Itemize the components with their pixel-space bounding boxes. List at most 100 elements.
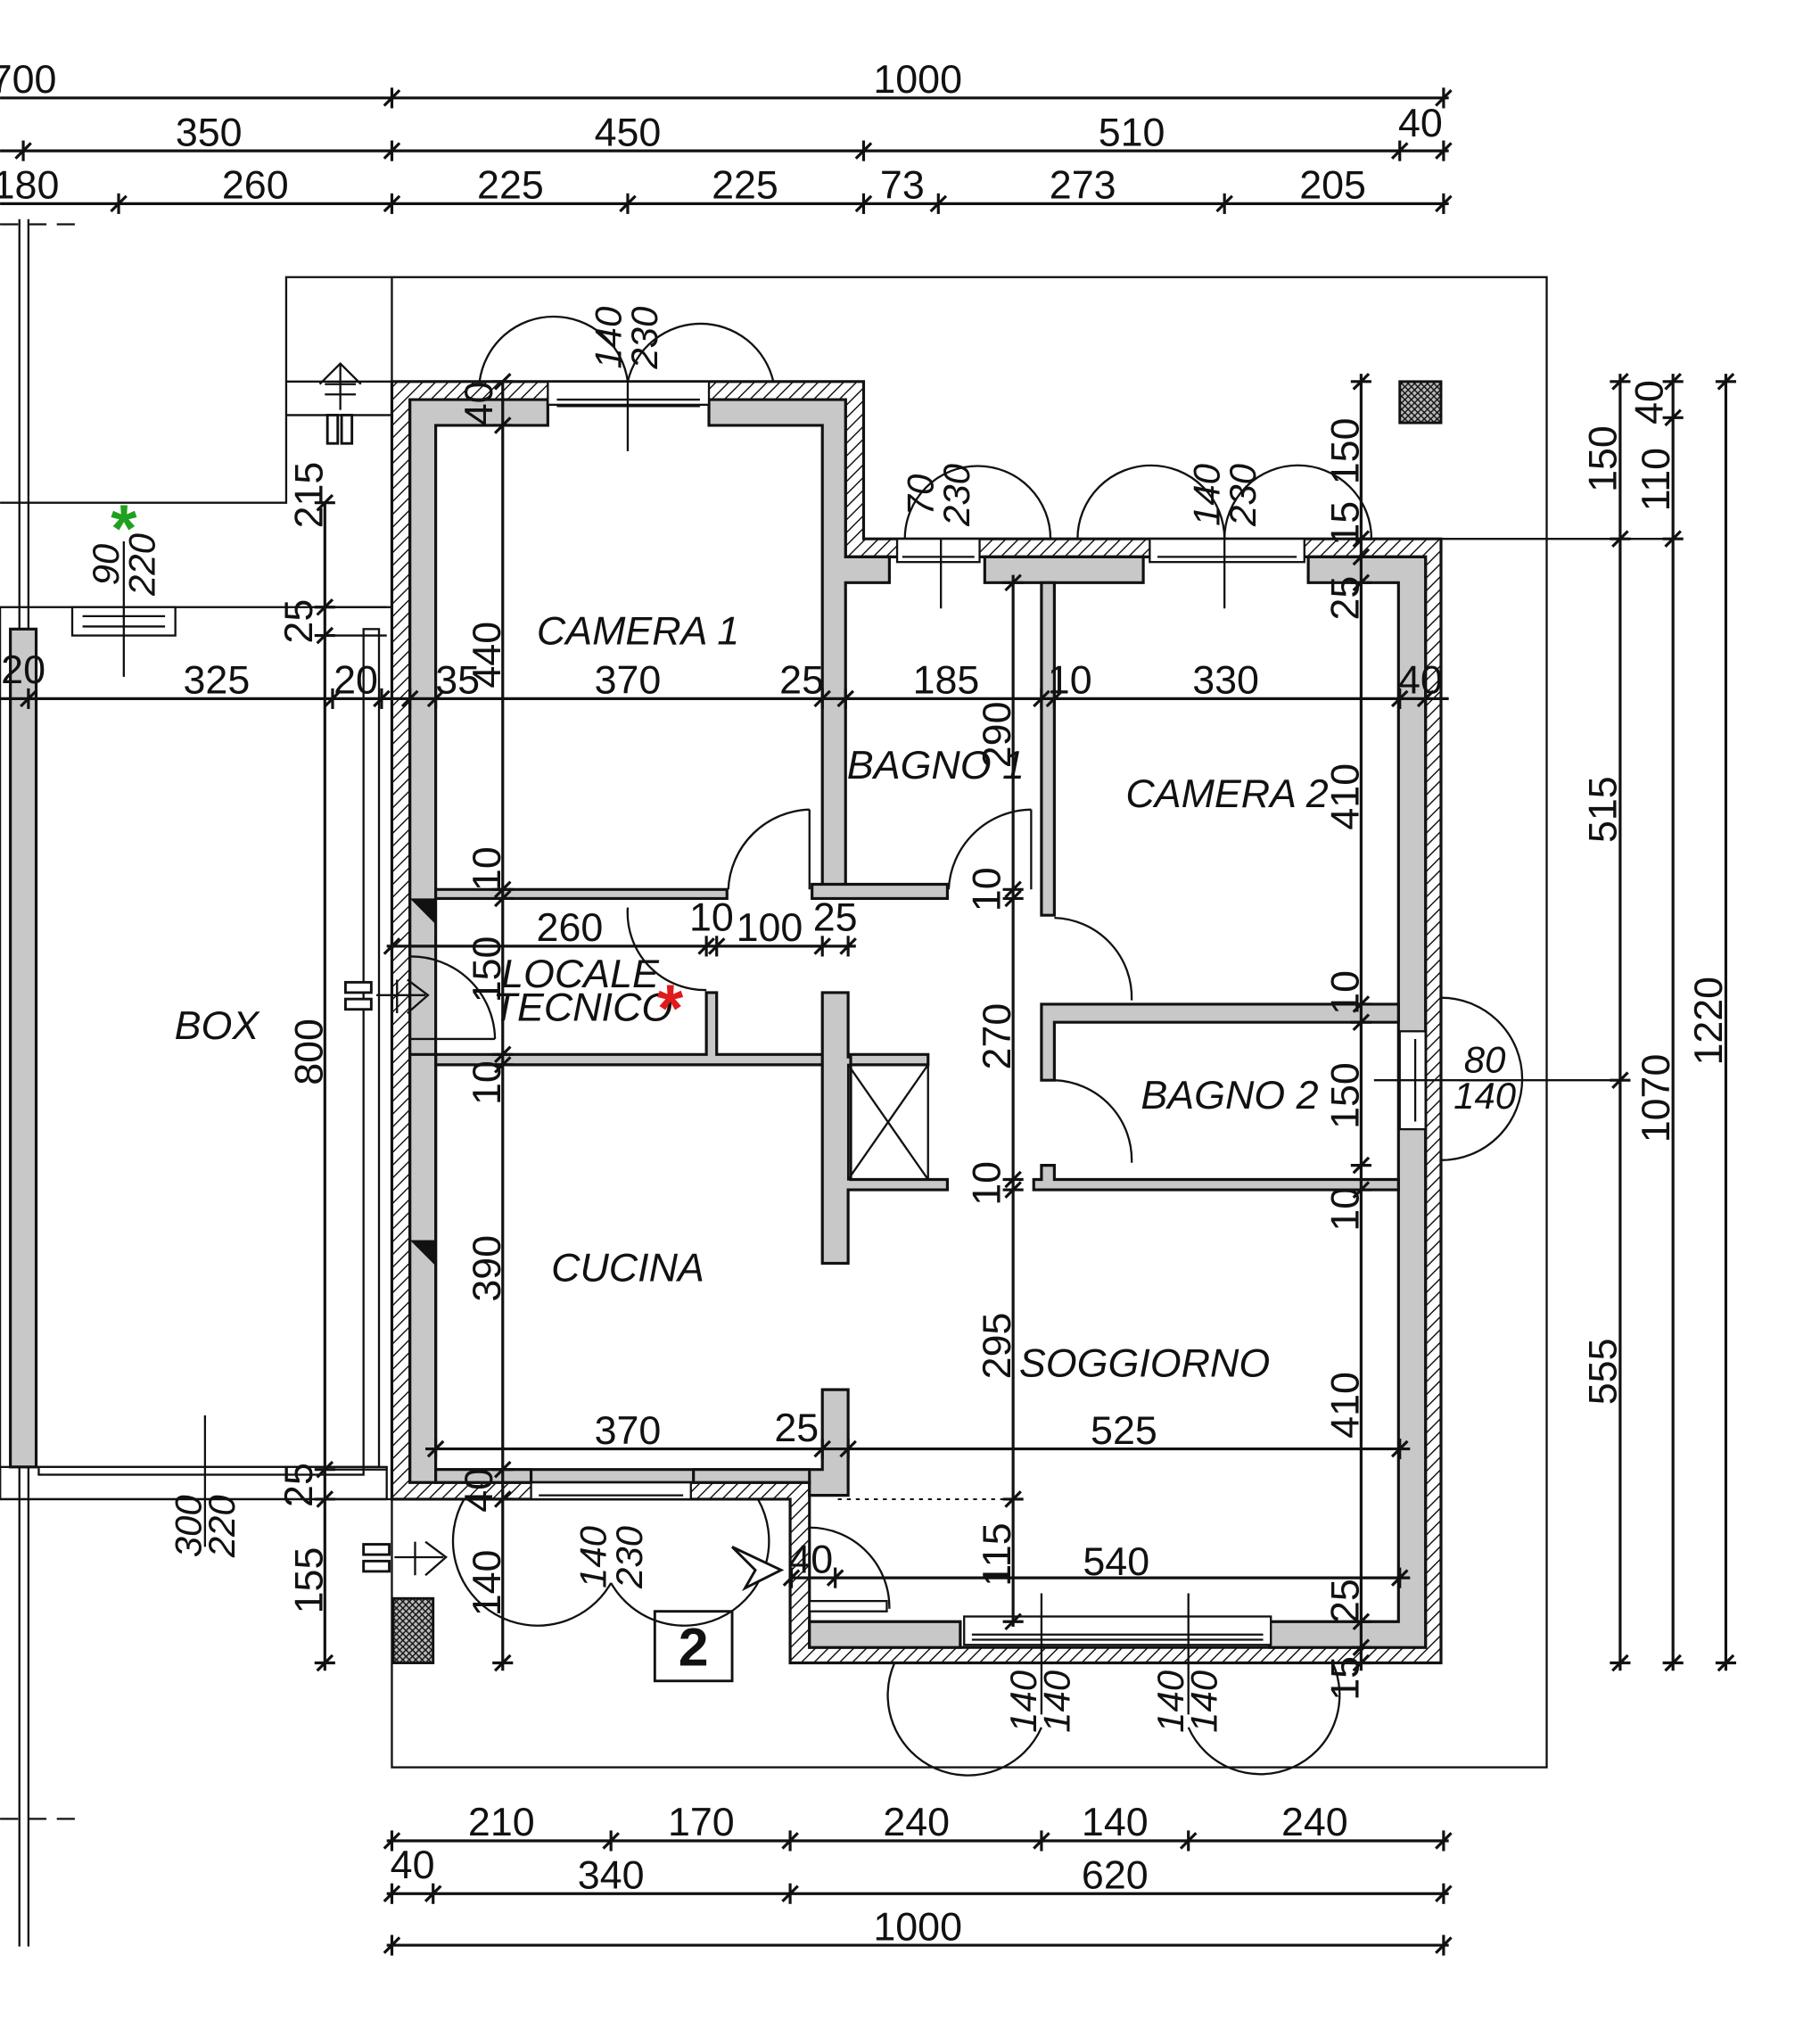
room-labels: CAMERA 1 BAGNO 1 CAMERA 2 LOCALE TECNICO… — [175, 609, 1329, 1386]
dim-mid-2: 325 — [184, 658, 251, 703]
dim-mid-3: 20 — [334, 658, 378, 703]
dim-v-main-8: 140 — [465, 1550, 509, 1617]
win-sog2-h: 140 — [1182, 1670, 1224, 1733]
dim-corr-4: 25 — [813, 895, 858, 940]
dim-corr-3: 100 — [737, 905, 803, 950]
dim-v-box-1: 215 — [286, 462, 331, 529]
win-bagno2-h: 140 — [1454, 1075, 1516, 1117]
room-locale-tecnico-1: LOCALE — [501, 952, 660, 996]
bottom-dimensions: 210 170 240 140 240 40 340 620 1000 — [391, 1800, 1348, 1949]
win-cam2-w: 140 — [1185, 464, 1227, 526]
dim-v-main-5: 10 — [465, 1060, 509, 1105]
dim-top-3g: 205 — [1299, 163, 1366, 208]
dim-v-main-7: 40 — [457, 1468, 501, 1513]
dim-bot-1c: 240 — [883, 1800, 950, 1844]
dim-mid-6: 25 — [779, 658, 824, 703]
dimension-lines — [0, 96, 1728, 1947]
dim-top-3a: 180 — [0, 163, 59, 208]
dim-v-main-2: 440 — [465, 622, 509, 689]
dim-top-1a: 700 — [0, 57, 56, 102]
win-boxb-h: 220 — [201, 1495, 243, 1558]
dim-v-box-3: 800 — [286, 1019, 331, 1085]
win-sog2-w: 140 — [1149, 1670, 1191, 1733]
dim-v-right-8: 410 — [1322, 1372, 1367, 1439]
interior-vertical-dims: 40 440 10 150 10 390 40 140 215 25 800 2… — [276, 381, 1368, 1700]
dim-right-2a: 40 — [1627, 380, 1672, 425]
dim-bot-1d: 140 — [1082, 1800, 1149, 1844]
dim-right-1a: 150 — [1581, 425, 1626, 492]
room-camera-1: CAMERA 1 — [537, 609, 739, 654]
dim-bot-2a: 40 — [391, 1843, 435, 1887]
room-locale-tecnico-2: TECNICO — [493, 986, 673, 1030]
house-walls — [390, 380, 1443, 1683]
dim-top-2a: 350 — [176, 110, 243, 154]
dim-right-2b: 110 — [1634, 448, 1678, 511]
room-soggiorno: SOGGIORNO — [1019, 1341, 1270, 1386]
win-bagno1-h: 230 — [935, 464, 977, 527]
win-sog1-h: 140 — [1036, 1670, 1078, 1733]
dim-top-3f: 273 — [1050, 163, 1116, 208]
section-label: 2 — [679, 1616, 709, 1677]
dim-v-right-7: 10 — [1322, 1187, 1367, 1232]
dim-corr-2: 10 — [689, 895, 734, 940]
dim-top-3d: 225 — [712, 163, 778, 208]
dim-v-center-2: 10 — [965, 867, 1009, 911]
dim-kit-1: 370 — [595, 1408, 662, 1453]
dim-bot-2c: 620 — [1082, 1852, 1149, 1897]
dim-mid-5: 370 — [595, 658, 662, 703]
win-cam1-h: 230 — [623, 307, 665, 370]
dim-top-2c: 510 — [1099, 110, 1165, 154]
room-box: BOX — [175, 1003, 261, 1048]
dim-v-right-2: 15 — [1322, 501, 1367, 546]
box-garage — [0, 541, 396, 1547]
dim-entry-2: 540 — [1083, 1539, 1149, 1584]
win-cucina-h: 230 — [608, 1526, 650, 1589]
win-sog1-w: 140 — [1002, 1670, 1044, 1733]
dim-v-right-4: 410 — [1322, 763, 1367, 830]
win-box-w: 90 — [85, 544, 127, 586]
room-bagno-2: BAGNO 2 — [1141, 1073, 1318, 1118]
dim-v-right-6: 150 — [1322, 1062, 1367, 1129]
win-cam1-w: 140 — [588, 307, 630, 369]
dim-v-right-10: 15 — [1322, 1656, 1367, 1701]
green-asterisk-marker: * — [111, 491, 137, 566]
dim-v-main-3: 10 — [465, 846, 509, 891]
dim-top-3e: 73 — [880, 163, 925, 208]
dim-right-3a: 1220 — [1686, 977, 1731, 1066]
dim-kit-2: 25 — [774, 1406, 819, 1450]
dim-v-center-1: 290 — [975, 701, 1019, 768]
dim-kit-3: 525 — [1091, 1408, 1157, 1453]
dim-bot-1b: 170 — [668, 1800, 735, 1844]
dim-mid-7: 185 — [913, 658, 980, 703]
dim-mid-4: 35 — [435, 658, 480, 703]
interior-horizontal-dims: 20 325 20 35 370 25 185 10 330 40 260 10… — [1, 647, 1443, 1584]
dim-v-main-1: 40 — [457, 381, 501, 425]
dim-top-3c: 225 — [477, 163, 544, 208]
dim-mid-8: 10 — [1048, 658, 1092, 703]
dim-right-2c: 1070 — [1634, 1054, 1678, 1143]
dim-right-1b: 515 — [1581, 776, 1626, 843]
dim-v-center-5: 295 — [975, 1313, 1019, 1380]
top-dimensions: 700 1000 350 450 510 40 180 260 225 225 … — [0, 57, 1443, 208]
dim-bot-2b: 340 — [578, 1852, 645, 1897]
dim-mid-1: 20 — [1, 647, 45, 692]
win-cam2-h: 230 — [1222, 464, 1264, 527]
dim-top-2d: 40 — [1398, 101, 1443, 145]
dim-v-center-3: 270 — [975, 1003, 1019, 1070]
dim-v-box-4: 25 — [276, 1463, 321, 1507]
win-cucina-w: 140 — [572, 1526, 614, 1588]
door-arcs — [318, 315, 1524, 1777]
dim-top-1b: 1000 — [873, 57, 962, 102]
dim-top-2b: 450 — [595, 110, 662, 154]
dim-top-3b: 260 — [222, 163, 289, 208]
win-bagno1-w: 70 — [900, 474, 942, 516]
dim-v-center-6: 115 — [975, 1522, 1019, 1586]
dim-v-box-2: 25 — [276, 599, 321, 644]
room-camera-2: CAMERA 2 — [1125, 771, 1328, 816]
red-asterisk-marker: * — [657, 970, 684, 1045]
dim-v-right-3: 25 — [1322, 576, 1367, 621]
dimension-ticks — [14, 87, 1736, 1956]
dim-v-right-5: 10 — [1322, 970, 1367, 1015]
dim-v-main-6: 390 — [465, 1235, 509, 1302]
dim-bot-3a: 1000 — [873, 1904, 962, 1949]
